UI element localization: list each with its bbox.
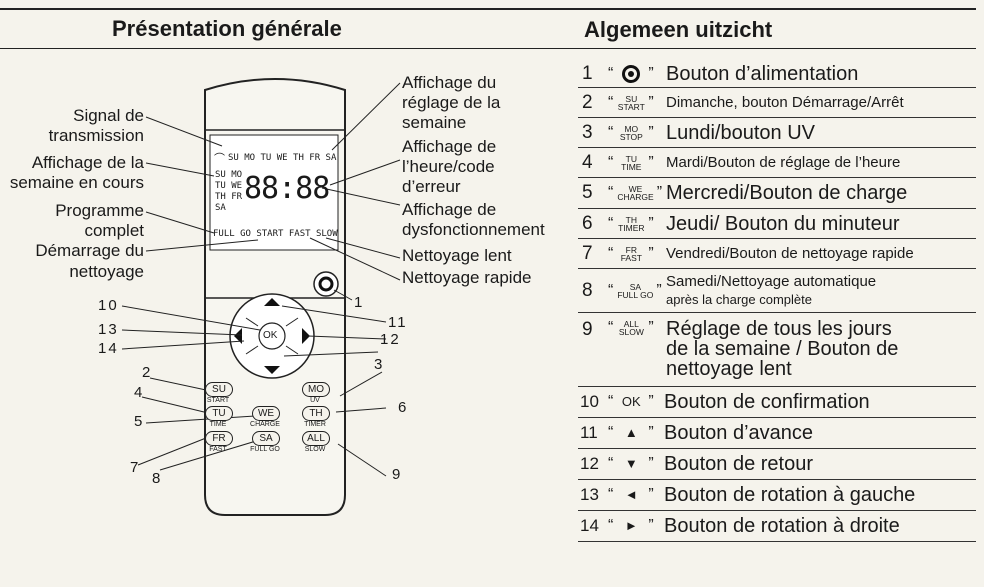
lcd-days-1: SU MO <box>215 170 243 180</box>
mo-button[interactable]: MO <box>302 382 330 397</box>
top-rule <box>0 8 976 10</box>
num-4: 4 <box>134 384 143 401</box>
label-week-2: semaine en cours <box>9 173 144 192</box>
num-6: 6 <box>398 399 407 416</box>
num-14: 14 <box>98 340 119 357</box>
table-row: 10 “OK” Bouton de confirmation <box>578 387 976 418</box>
num-11: 11 <box>388 314 408 331</box>
table-row: 12 “▼” Bouton de retour <box>578 449 976 480</box>
num-1: 1 <box>354 294 363 311</box>
lcd-days-4: SA <box>215 203 226 213</box>
page-title-nl: Algemeen uitzicht <box>584 17 773 42</box>
tu-button[interactable]: TU <box>205 406 233 421</box>
row-number: 1 <box>582 62 593 84</box>
label-set-1: Affichage du <box>402 73 497 92</box>
sa-button[interactable]: SA <box>252 431 280 446</box>
label-fast: Nettoyage rapide <box>402 268 532 287</box>
th-button[interactable]: TH <box>302 406 330 421</box>
label-prog-2: complet <box>84 221 144 240</box>
label-fault-2: dysfonctionnement <box>402 220 545 239</box>
su-button[interactable]: SU <box>205 382 233 397</box>
th-sublabel: TIMER <box>304 421 326 428</box>
label-time-3: d’erreur <box>402 177 461 196</box>
mo-sublabel: UV <box>310 397 320 404</box>
table-row: 1 “” Bouton d’alimentation <box>578 60 976 88</box>
sa-sublabel: FULL GO <box>250 446 280 453</box>
fr-sublabel: FAST <box>209 446 227 453</box>
table-row: 13 “◄” Bouton de rotation à gauche <box>578 480 976 511</box>
row-desc: Bouton d’alimentation <box>666 62 859 85</box>
num-12: 12 <box>380 331 401 348</box>
label-signal-2: transmission <box>48 126 144 145</box>
power-button <box>313 271 339 297</box>
label-clean-1: Démarrage du <box>35 241 144 260</box>
num-2: 2 <box>142 364 151 381</box>
lcd-modes: FULL GO START FAST SLOW <box>213 229 338 239</box>
lcd-time: 88:88 <box>244 171 330 206</box>
we-button[interactable]: WE <box>252 406 280 421</box>
label-week-1: Affichage de la <box>31 153 144 172</box>
su-sublabel: START <box>206 397 230 404</box>
label-set-2: réglage de la <box>402 93 501 112</box>
table-row: 11 “▲” Bouton d’avance <box>578 418 976 449</box>
label-set-3: semaine <box>402 113 467 132</box>
page-title-fr: Présentation générale <box>112 16 342 41</box>
lcd-days-3: TH FR <box>215 192 243 202</box>
label-time-2: l’heure/code <box>402 157 495 176</box>
leader-lines <box>121 82 401 477</box>
label-signal-1: Signal de <box>73 106 144 125</box>
label-prog-1: Programme <box>55 201 144 220</box>
all-sublabel: SLOW <box>304 446 326 453</box>
power-icon <box>318 276 334 292</box>
table-row: 14 “►” Bouton de rotation à droite <box>578 511 976 542</box>
tu-sublabel: TIME <box>209 421 227 428</box>
ok-button-circle <box>258 322 286 350</box>
label-time-1: Affichage de <box>402 137 497 156</box>
num-7: 7 <box>130 459 139 476</box>
num-13: 13 <box>98 321 119 338</box>
lcd-days-top: SU MO TU WE TH FR SA <box>228 153 337 163</box>
label-clean-2: nettoyage <box>69 262 144 281</box>
right-arrow-icon <box>302 328 310 344</box>
signal-icon: ⌒ <box>214 153 225 165</box>
all-button[interactable]: ALL <box>302 431 330 446</box>
num-8: 8 <box>152 470 161 487</box>
power-icon <box>622 64 641 83</box>
num-9: 9 <box>392 466 401 483</box>
label-fault-1: Affichage de <box>402 200 497 219</box>
num-3: 3 <box>374 356 383 373</box>
num-5: 5 <box>134 413 143 430</box>
ok-button-label[interactable]: OK <box>263 330 278 341</box>
fr-button[interactable]: FR <box>205 431 233 446</box>
we-sublabel: CHARGE <box>250 421 280 428</box>
label-slow: Nettoyage lent <box>402 246 512 265</box>
lcd-panel <box>209 134 339 251</box>
num-10: 10 <box>98 297 119 314</box>
left-arrow-icon <box>234 328 242 344</box>
down-arrow-icon <box>264 366 280 374</box>
lcd-days-2: TU WE <box>215 181 243 191</box>
heading-rule <box>0 48 976 49</box>
up-arrow-icon <box>264 298 280 306</box>
